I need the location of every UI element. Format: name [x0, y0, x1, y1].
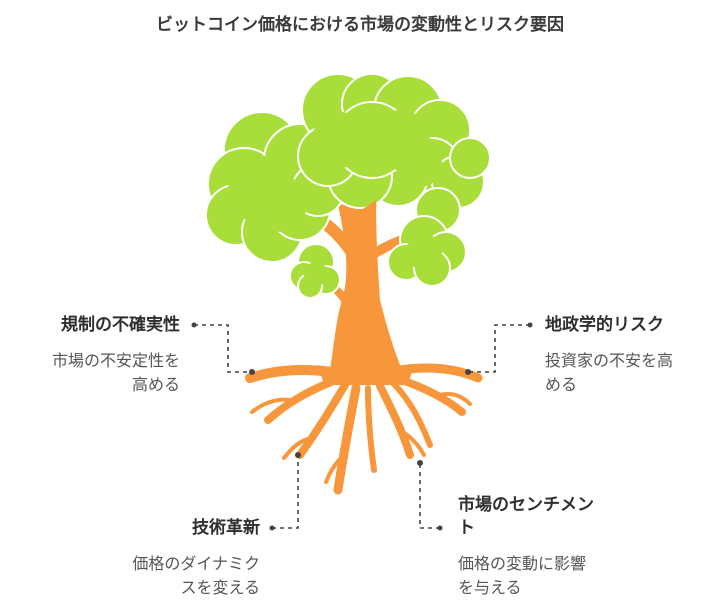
- dot-sentiment-label: [437, 525, 443, 531]
- root-center-left-tip: [324, 453, 346, 484]
- dot-sentiment-root: [417, 460, 423, 466]
- node-desc-geopolitical-line2: める: [545, 375, 578, 394]
- root-far-left: [245, 365, 337, 383]
- node-desc-geopolitical-line1: 投資家の不安を高: [545, 351, 674, 370]
- node-label-regulatory: 規制の不確実性: [61, 315, 180, 335]
- node-desc-technical-line2: スを変える: [180, 578, 260, 597]
- root-right-lower: [392, 374, 466, 416]
- root-center-left: [333, 383, 361, 495]
- connector-regulatory: [194, 324, 252, 373]
- root-far-right: [395, 363, 483, 383]
- node-label-technical: 技術革新: [192, 518, 260, 538]
- root-left-lower: [264, 376, 340, 424]
- connector-dots: [191, 322, 533, 531]
- connector-geopolitical: [468, 324, 530, 373]
- dot-geopolitical-root: [465, 369, 471, 375]
- node-desc-regulatory-line2: 高める: [131, 375, 180, 394]
- root-center: [365, 385, 377, 473]
- dot-regulatory-root: [249, 369, 255, 375]
- dot-technical-root: [295, 452, 301, 458]
- dot-regulatory-label: [191, 322, 197, 328]
- root-left-tip: [250, 397, 292, 414]
- root-left-deep: [296, 381, 349, 459]
- node-desc-technical-line1: 価格のダイナミク: [132, 554, 260, 573]
- root-right-tip: [438, 392, 472, 406]
- node-label-sentiment-line2: ト: [458, 518, 475, 538]
- dot-geopolitical-label: [527, 322, 533, 328]
- node-desc-sentiment-line1: 価格の変動に影響: [458, 554, 587, 573]
- node-desc-regulatory-line1: 市場の不安定性を: [51, 351, 180, 370]
- node-desc-sentiment-line2: を与える: [458, 578, 522, 597]
- root-center-right-tip: [398, 428, 426, 457]
- root-left-deep-tip: [282, 436, 314, 460]
- foliage-fill: [228, 106, 442, 286]
- connectors: [194, 324, 530, 529]
- connector-sentiment: [419, 463, 440, 529]
- diagram-title: ビットコイン価格における市場の変動性とリスク要因: [156, 15, 564, 35]
- dot-technical-label: [269, 525, 275, 531]
- root-right-deep: [389, 379, 433, 448]
- node-label-sentiment-line1: 市場のセンチメン: [458, 495, 594, 515]
- node-label-geopolitical: 地政学的リスク: [545, 315, 664, 335]
- connector-technical: [272, 455, 299, 529]
- root-center-right: [376, 382, 414, 459]
- trunk-overlay: [346, 200, 380, 300]
